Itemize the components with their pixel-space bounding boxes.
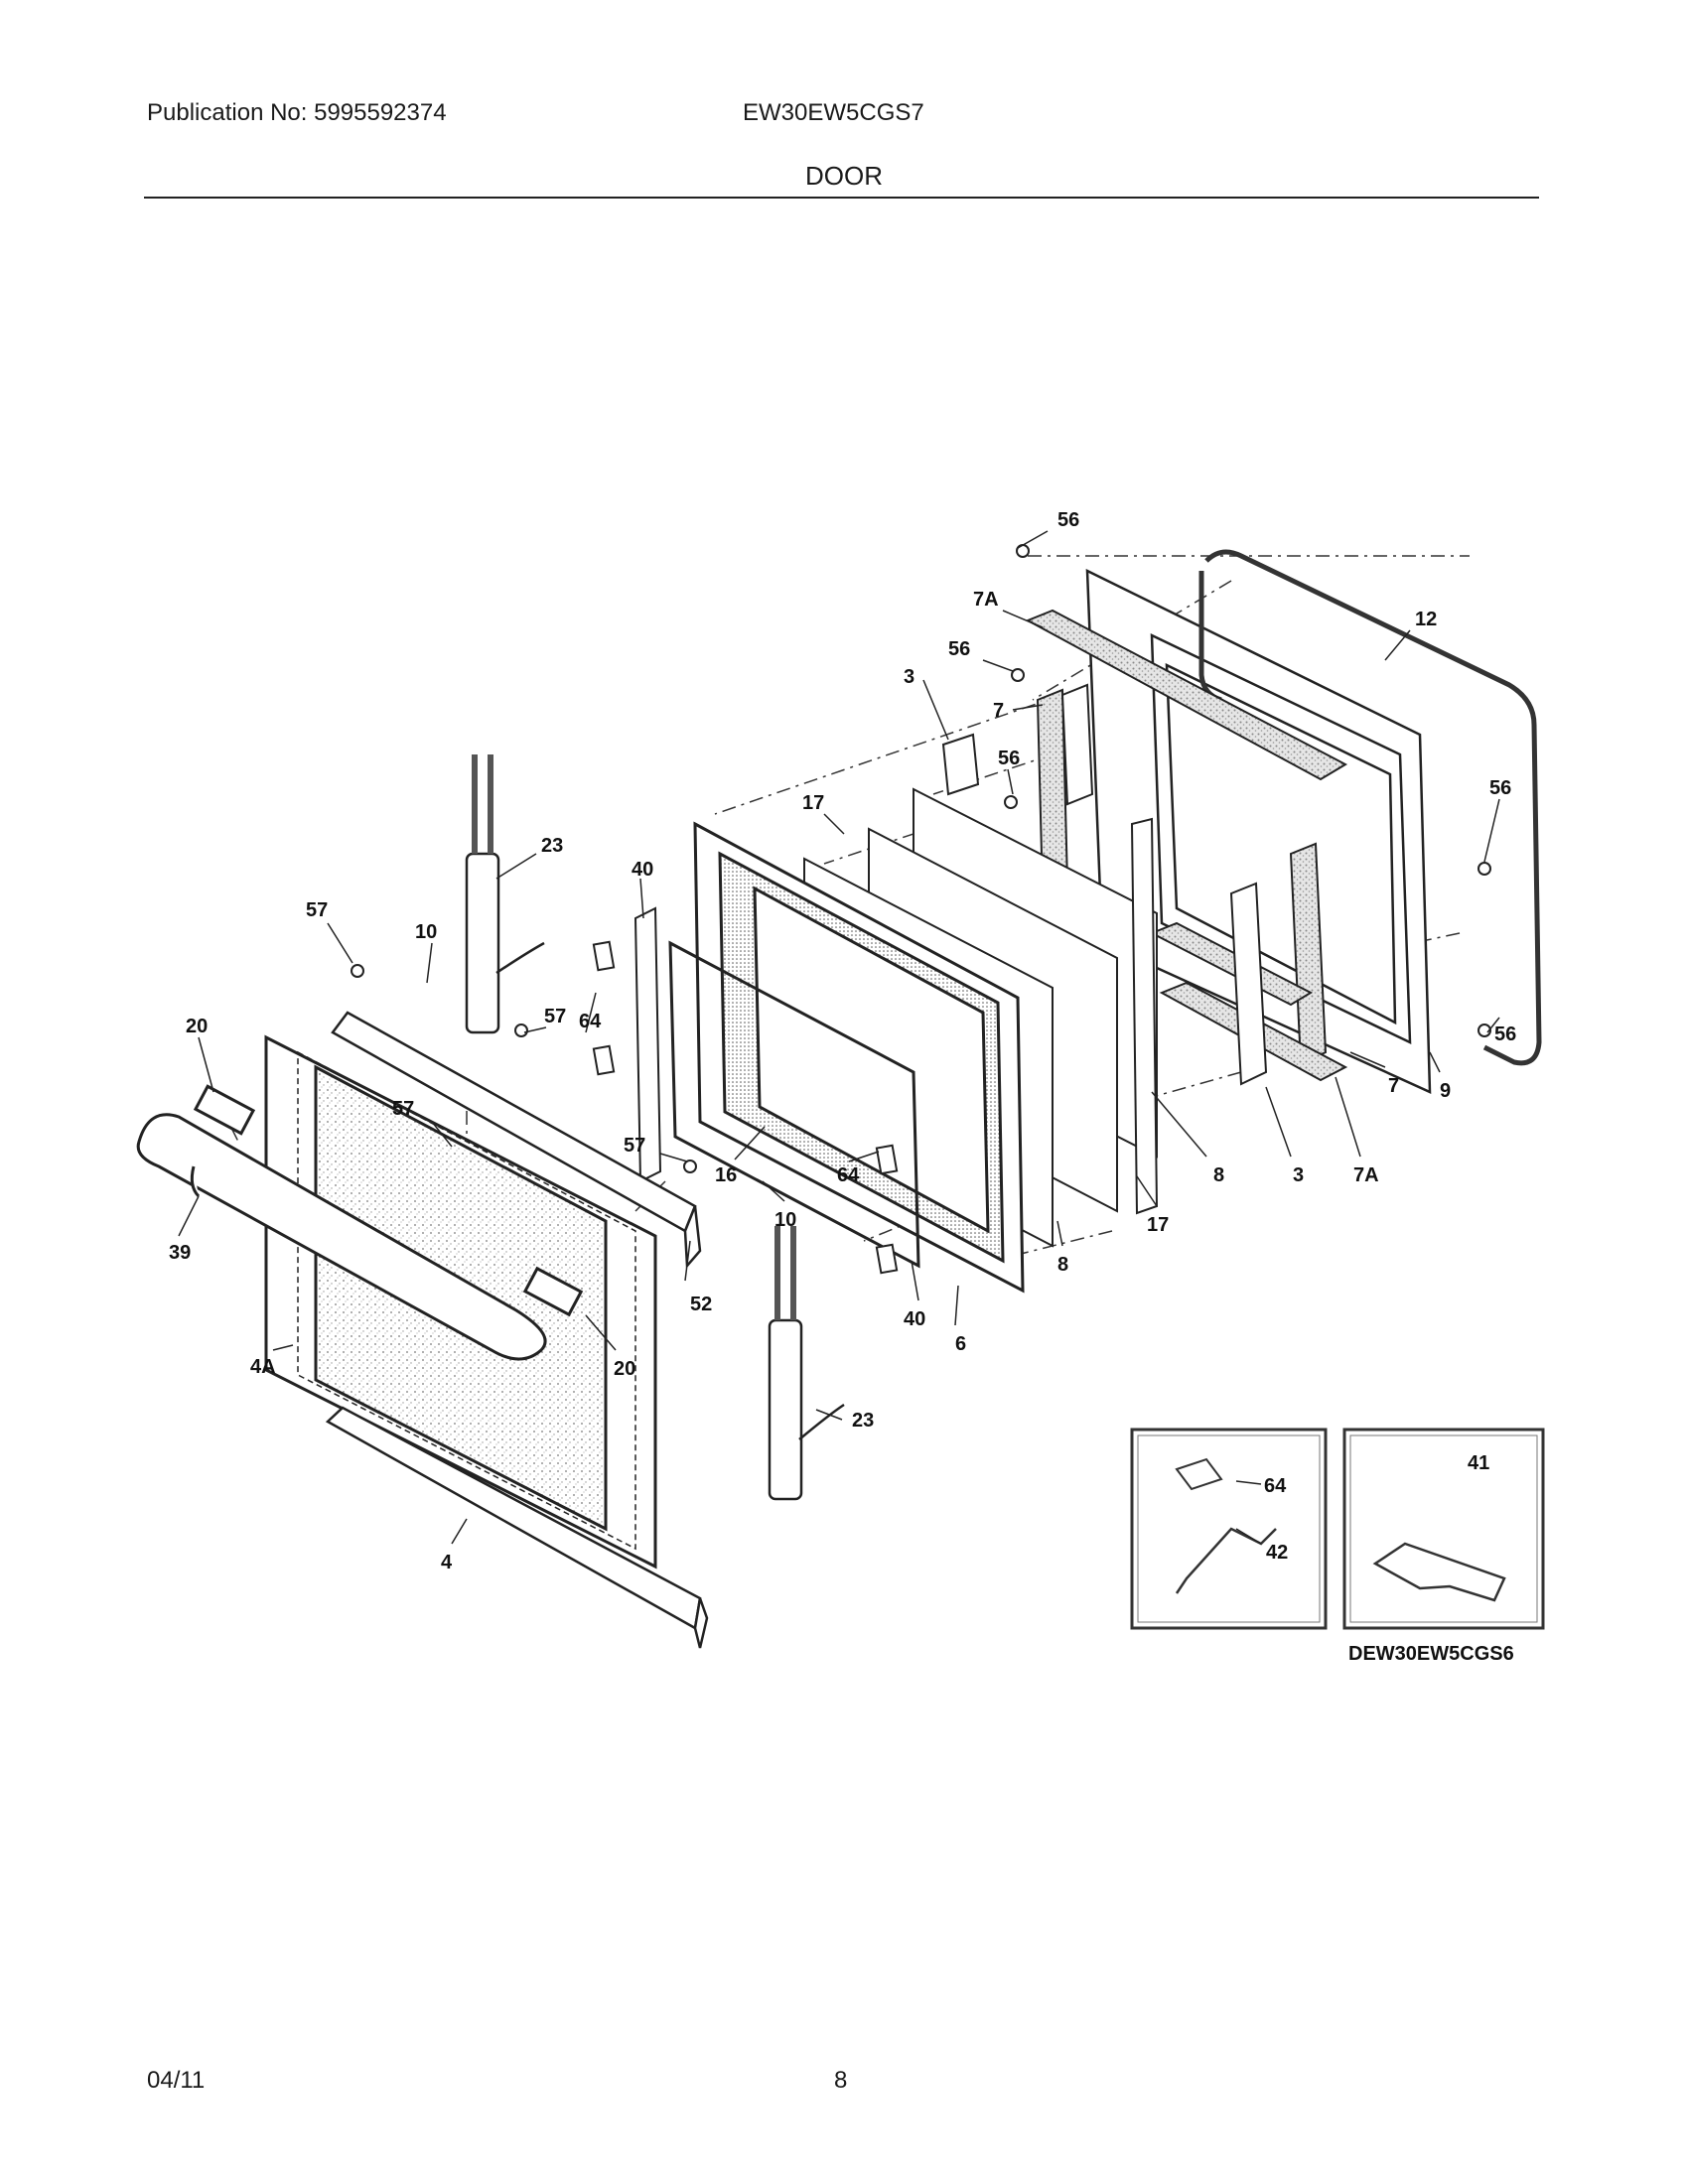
label-40-a: 40: [632, 859, 653, 881]
label-3-b: 3: [1293, 1164, 1304, 1186]
label-40-b: 40: [904, 1308, 925, 1330]
insulation-batts: [1025, 609, 1348, 1082]
label-57-b: 57: [544, 1006, 566, 1027]
label-64-c: 64: [1264, 1475, 1287, 1497]
label-57-a: 57: [306, 899, 328, 921]
label-3-a: 3: [904, 666, 914, 688]
label-12: 12: [1415, 609, 1437, 630]
leader-lines: [178, 530, 1500, 1545]
inset-box-left: [1130, 1428, 1328, 1630]
label-56-b: 56: [948, 638, 970, 660]
part-labels: 56 7A 12 56 7 3 56 56 17 23 40 57 10 57 …: [169, 509, 1516, 1665]
label-52: 52: [690, 1294, 712, 1315]
label-23-a: 23: [541, 835, 563, 857]
footer-date: 04/11: [147, 2067, 206, 2094]
diagram-code: DEW30EW5CGS6: [1348, 1643, 1514, 1665]
inner-door-panel: [1085, 568, 1432, 1094]
label-7-a: 7: [993, 700, 1004, 722]
door-handle: [136, 1084, 584, 1361]
label-23-b: 23: [852, 1410, 874, 1432]
label-17-a: 17: [802, 792, 824, 814]
header-rule: [144, 197, 1539, 199]
model-number: EW30EW5CGS7: [743, 99, 924, 126]
hinges: [465, 754, 845, 1501]
inset-boxes: [1130, 1428, 1545, 1630]
label-7a-b: 7A: [1353, 1164, 1379, 1186]
inset-box-right: [1342, 1428, 1545, 1630]
label-56-c: 56: [998, 748, 1020, 769]
label-39: 39: [169, 1242, 191, 1264]
label-6: 6: [955, 1333, 966, 1355]
label-64-b: 64: [837, 1164, 860, 1186]
label-56-d: 56: [1489, 777, 1511, 799]
label-64-a: 64: [579, 1011, 602, 1032]
label-10-b: 10: [774, 1209, 796, 1231]
label-41: 41: [1468, 1452, 1489, 1474]
bottom-trim: [325, 1406, 709, 1649]
small-parts: [351, 544, 1491, 1275]
label-57-d: 57: [624, 1135, 645, 1157]
label-7-b: 7: [1388, 1075, 1399, 1097]
door-frame: [668, 821, 1025, 1294]
label-4a: 4A: [250, 1356, 276, 1378]
label-42: 42: [1266, 1542, 1288, 1564]
label-8-b: 8: [1057, 1254, 1068, 1276]
label-10-a: 10: [415, 921, 437, 943]
label-56-e: 56: [1494, 1024, 1516, 1045]
label-16: 16: [715, 1164, 737, 1186]
page-number: 8: [834, 2067, 848, 2094]
label-57-c: 57: [392, 1098, 414, 1120]
label-17-b: 17: [1147, 1214, 1169, 1236]
label-8-a: 8: [1213, 1164, 1224, 1186]
section-title: DOOR: [805, 161, 883, 191]
label-20-b: 20: [614, 1358, 635, 1380]
label-7a-a: 7A: [973, 589, 999, 611]
publication-number: Publication No: 5995592374: [147, 99, 447, 126]
label-9: 9: [1440, 1080, 1451, 1102]
top-channel: [331, 1011, 702, 1270]
side-channels: [633, 683, 1268, 1215]
label-20-a: 20: [186, 1016, 208, 1037]
label-4: 4: [441, 1552, 453, 1573]
label-56-a: 56: [1057, 509, 1079, 531]
